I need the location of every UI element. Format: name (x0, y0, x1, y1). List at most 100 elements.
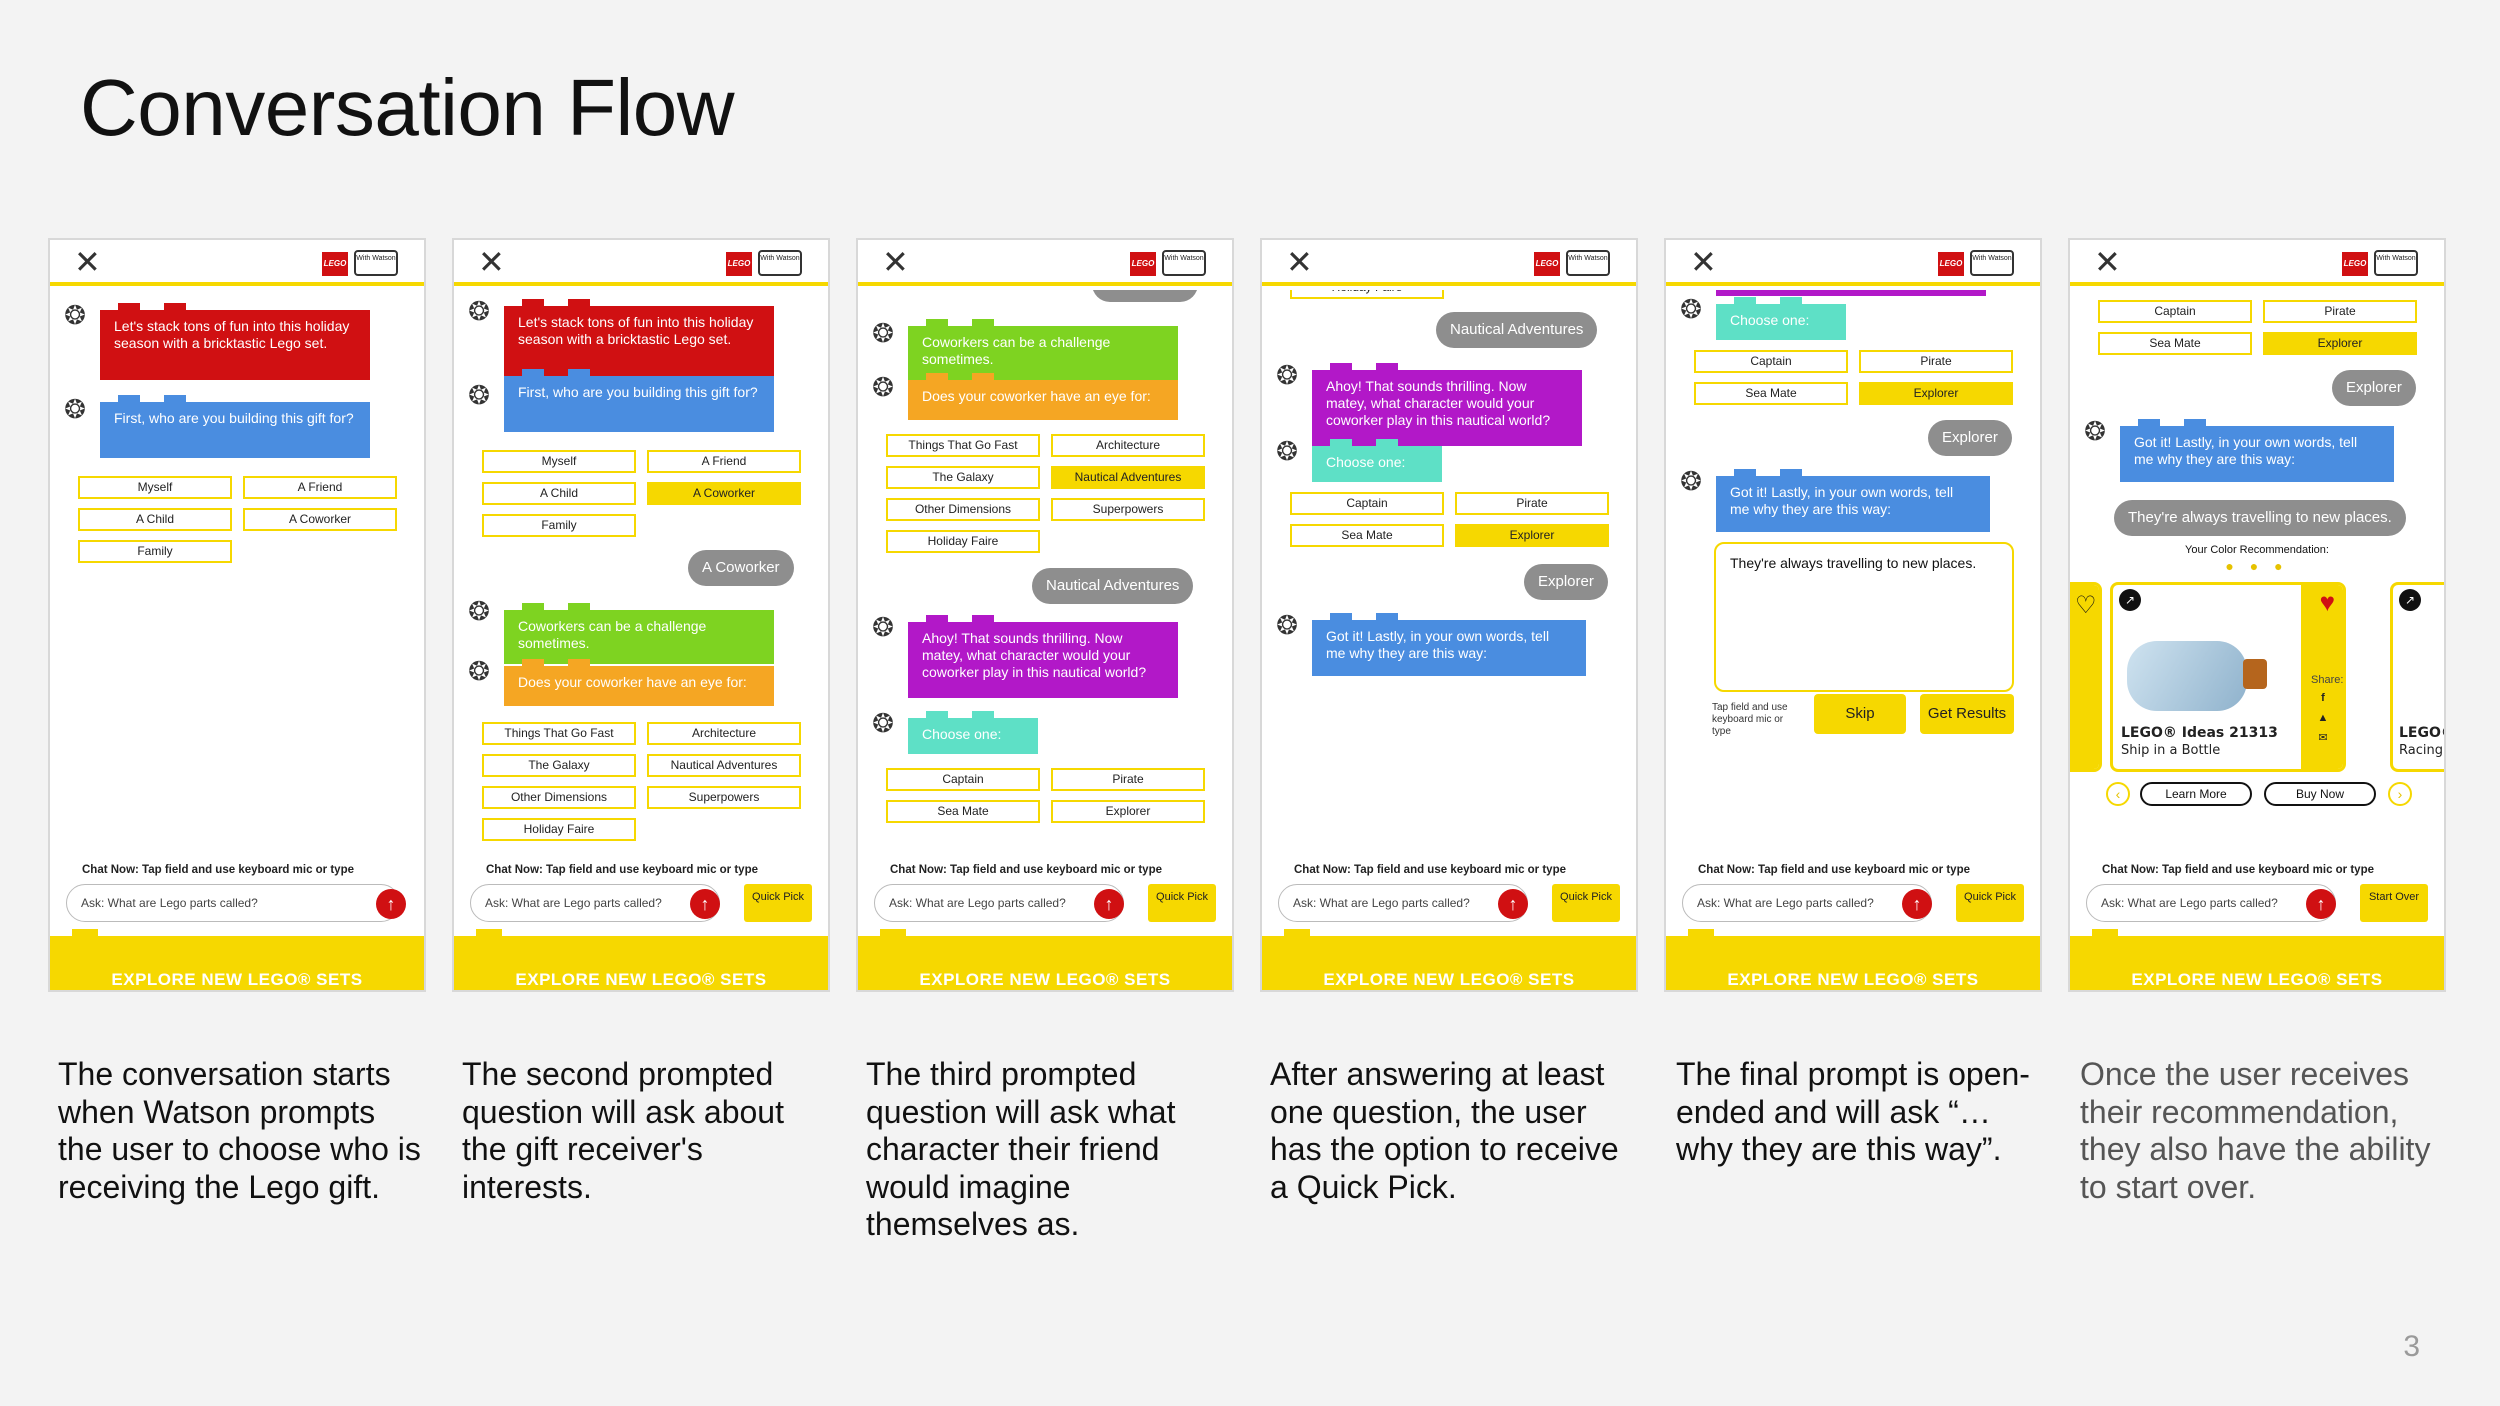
ask-input[interactable]: Ask: What are Lego parts called? (874, 884, 1124, 922)
ask-input[interactable]: Ask: What are Lego parts called? (1278, 884, 1528, 922)
top-bar: ✕ LEGO With Watson (50, 240, 424, 286)
get-results-button[interactable]: Get Results (1920, 694, 2014, 734)
send-button[interactable]: ↑ (690, 889, 720, 919)
skip-button[interactable]: Skip (1814, 694, 1906, 734)
close-icon[interactable]: ✕ (74, 244, 101, 280)
buy-now-button[interactable]: Buy Now (2264, 782, 2376, 806)
option-captain[interactable]: Captain (1694, 350, 1848, 373)
quick-pick-button[interactable]: Quick Pick (1148, 884, 1216, 922)
option-pirate[interactable]: Pirate (1051, 768, 1205, 791)
close-icon[interactable]: ✕ (478, 244, 505, 280)
option-myself[interactable]: Myself (78, 476, 232, 499)
option-family[interactable]: Family (482, 514, 636, 537)
option-nautical-adventures[interactable]: Nautical Adventures (647, 754, 801, 777)
option-captain[interactable]: Captain (1290, 492, 1444, 515)
explore-footer[interactable]: EXPLORE NEW LEGO® SETS (1262, 929, 1636, 990)
quick-pick-button[interactable]: Quick Pick (744, 884, 812, 922)
option-sea-mate[interactable]: Sea Mate (1290, 524, 1444, 547)
option-holiday-faire[interactable]: Holiday Faire (482, 818, 636, 841)
close-icon[interactable]: ✕ (882, 244, 909, 280)
heart-outline-icon[interactable]: ♡ (2075, 592, 2097, 619)
option-captain[interactable]: Captain (2098, 300, 2252, 323)
heart-filled-icon[interactable]: ♥ (2319, 587, 2335, 617)
option-things-that-go-fast[interactable]: Things That Go Fast (886, 434, 1040, 457)
product-name: LEGO® Ideas 21313 (2121, 725, 2278, 741)
option-explorer[interactable]: Explorer (2263, 332, 2417, 355)
option-explorer[interactable]: Explorer (1859, 382, 2013, 405)
option-nautical-adventures[interactable]: Nautical Adventures (1051, 466, 1205, 489)
answer-textarea[interactable]: They're always travelling to new places. (1714, 542, 2014, 692)
zoom-icon[interactable]: ↗ (2399, 589, 2421, 611)
close-icon[interactable]: ✕ (2094, 244, 2121, 280)
watson-avatar-icon: ❂ (468, 656, 490, 686)
option-myself[interactable]: Myself (482, 450, 636, 473)
ask-input[interactable]: Ask: What are Lego parts called? (2086, 884, 2336, 922)
option-a-friend[interactable]: A Friend (243, 476, 397, 499)
carousel-prev-icon[interactable]: ‹ (2106, 782, 2130, 806)
product-card-next[interactable]: ↗ LEGO® Racing V (2390, 582, 2444, 772)
option-pirate[interactable]: Pirate (2263, 300, 2417, 323)
option-a-child[interactable]: A Child (78, 508, 232, 531)
option-superpowers[interactable]: Superpowers (647, 786, 801, 809)
option-family[interactable]: Family (78, 540, 232, 563)
twitter-icon[interactable]: ▲ (2317, 712, 2329, 724)
carousel-next-icon[interactable]: › (2388, 782, 2412, 806)
chat-thread: Holiday Faire Nautical Adventures ❂ Ahoy… (1262, 290, 1636, 850)
option-architecture[interactable]: Architecture (647, 722, 801, 745)
option-a-child[interactable]: A Child (482, 482, 636, 505)
option-superpowers[interactable]: Superpowers (1051, 498, 1205, 521)
product-subtitle: Ship in a Bottle (2121, 743, 2221, 758)
option-explorer[interactable]: Explorer (1455, 524, 1609, 547)
option-sea-mate[interactable]: Sea Mate (886, 800, 1040, 823)
bot-message-got-it: Got it! Lastly, in your own words, tell … (2120, 419, 2394, 482)
carousel-dots[interactable]: ● ● ● (2225, 558, 2289, 574)
quick-pick-button[interactable]: Quick Pick (1552, 884, 1620, 922)
send-button[interactable]: ↑ (1094, 889, 1124, 919)
option-pirate[interactable]: Pirate (1859, 350, 2013, 373)
option-holiday-faire[interactable]: Holiday Faire (886, 530, 1040, 553)
learn-more-button[interactable]: Learn More (2140, 782, 2252, 806)
close-icon[interactable]: ✕ (1690, 244, 1717, 280)
close-icon[interactable]: ✕ (1286, 244, 1313, 280)
page-number: 3 (2403, 1330, 2420, 1363)
send-button[interactable]: ↑ (376, 889, 406, 919)
option-a-coworker[interactable]: A Coworker (243, 508, 397, 531)
option-other-dimensions[interactable]: Other Dimensions (482, 786, 636, 809)
option-sea-mate[interactable]: Sea Mate (1694, 382, 1848, 405)
ask-input[interactable]: Ask: What are Lego parts called? (66, 884, 400, 922)
phone-screen-5: ✕ LEGO With Watson ❂ Choose one: Captain… (1664, 238, 2042, 992)
product-card[interactable]: ↗ LEGO® Ideas 21313 Ship in a Bottle ♥ S… (2110, 582, 2346, 772)
option-other-dimensions[interactable]: Other Dimensions (886, 498, 1040, 521)
option-a-friend[interactable]: A Friend (647, 450, 801, 473)
option-the-galaxy[interactable]: The Galaxy (482, 754, 636, 777)
option-sea-mate[interactable]: Sea Mate (2098, 332, 2252, 355)
option-the-galaxy[interactable]: The Galaxy (886, 466, 1040, 489)
option-explorer[interactable]: Explorer (1051, 800, 1205, 823)
option-architecture[interactable]: Architecture (1051, 434, 1205, 457)
option-a-coworker[interactable]: A Coworker (647, 482, 801, 505)
option-things-that-go-fast[interactable]: Things That Go Fast (482, 722, 636, 745)
send-button[interactable]: ↑ (2306, 889, 2336, 919)
option-pirate[interactable]: Pirate (1455, 492, 1609, 515)
option-captain[interactable]: Captain (886, 768, 1040, 791)
explore-footer[interactable]: EXPLORE NEW LEGO® SETS (454, 929, 828, 990)
option-holiday-faire[interactable]: Holiday Faire (1290, 290, 1444, 299)
explore-footer[interactable]: EXPLORE NEW LEGO® SETS (50, 929, 424, 990)
send-button[interactable]: ↑ (1498, 889, 1528, 919)
explore-footer[interactable]: EXPLORE NEW LEGO® SETS (2070, 929, 2444, 990)
facebook-icon[interactable]: f (2321, 692, 2325, 704)
email-icon[interactable]: ✉ (2318, 732, 2328, 744)
explore-footer[interactable]: EXPLORE NEW LEGO® SETS (858, 929, 1232, 990)
bot-message-coworker-challenge: Coworkers can be a challenge sometimes. (908, 319, 1178, 380)
start-over-button[interactable]: Start Over (2360, 884, 2428, 922)
explore-footer[interactable]: EXPLORE NEW LEGO® SETS (1666, 929, 2040, 990)
zoom-icon[interactable]: ↗ (2119, 589, 2141, 611)
lego-logo: LEGO (1534, 252, 1560, 276)
send-button[interactable]: ↑ (1902, 889, 1932, 919)
ask-input[interactable]: Ask: What are Lego parts called? (1682, 884, 1932, 922)
ask-input[interactable]: Ask: What are Lego parts called? (470, 884, 720, 922)
quick-pick-button[interactable]: Quick Pick (1956, 884, 2024, 922)
product-card-prev[interactable]: ♡ (2070, 582, 2102, 772)
top-bar: ✕ LEGO With Watson (858, 240, 1232, 286)
caption-step-5: The final prompt is open-ended and will … (1676, 1056, 2030, 1167)
